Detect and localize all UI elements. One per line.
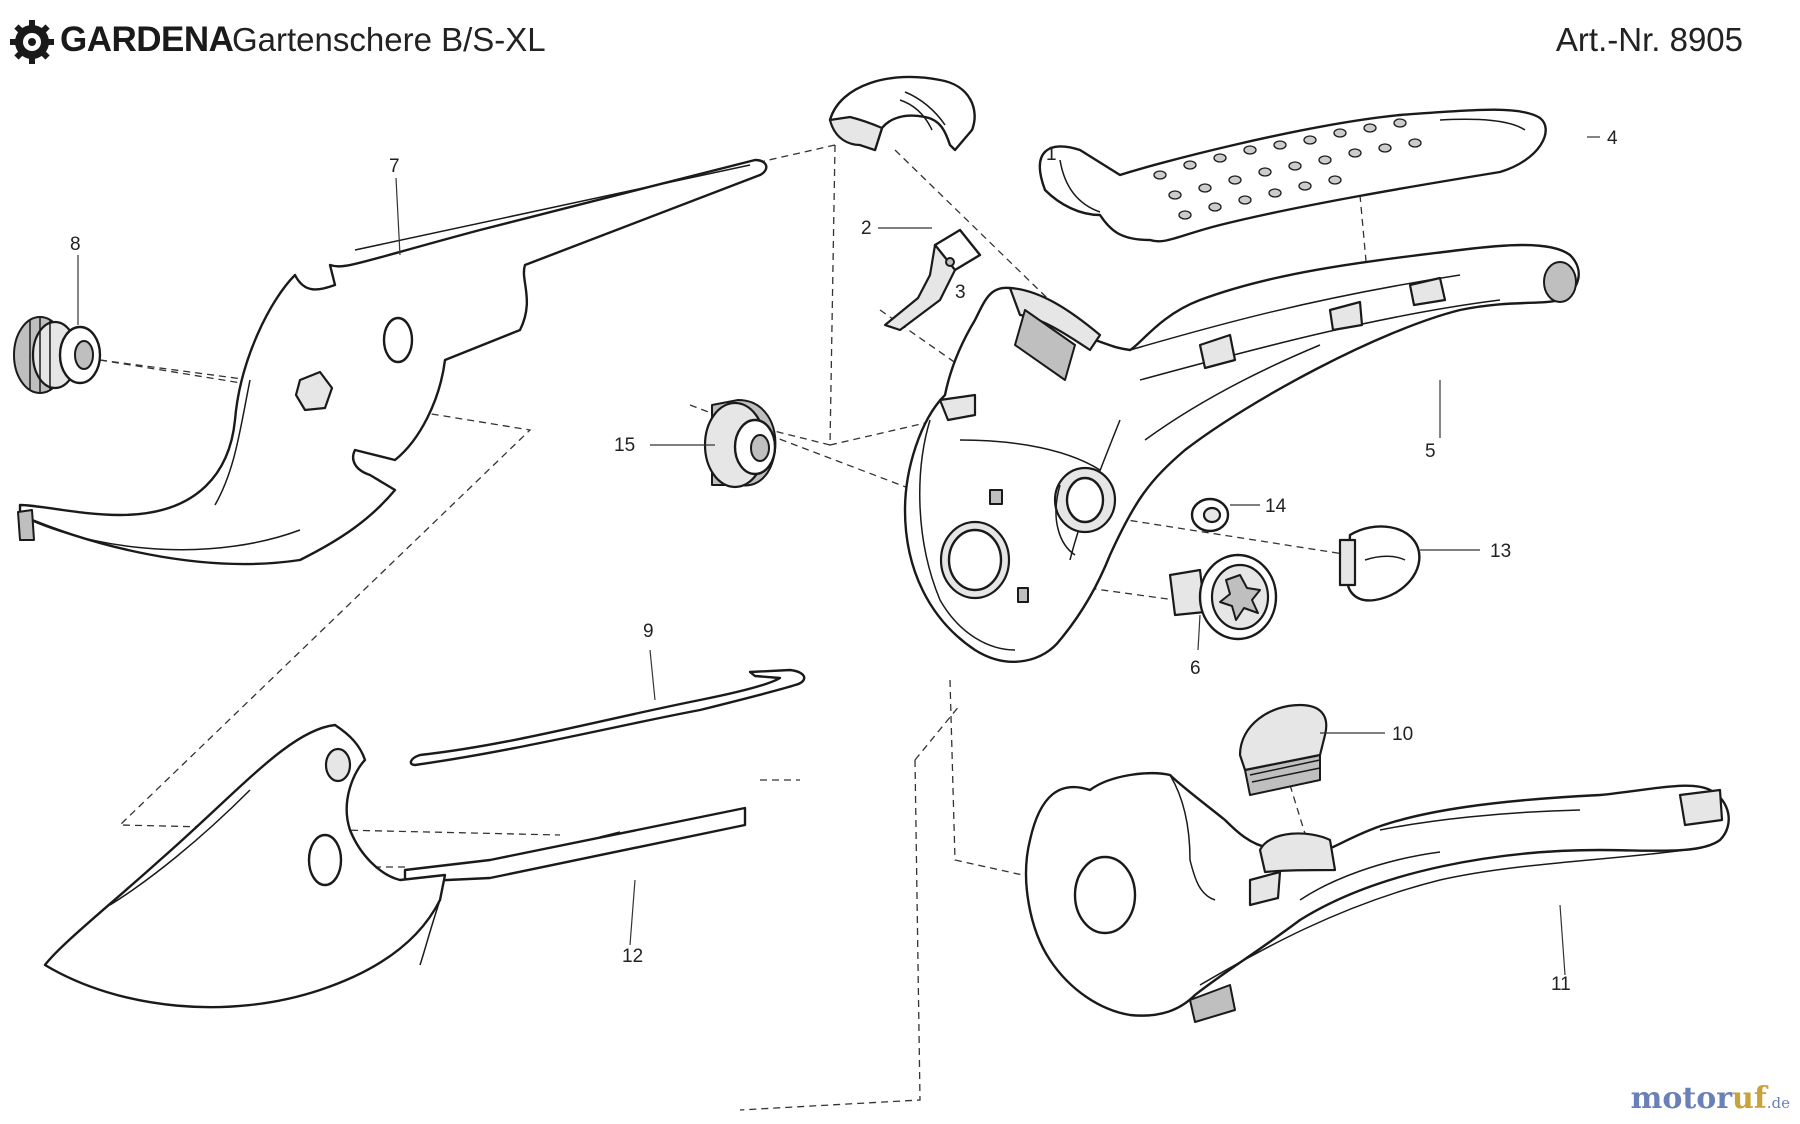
part-bushing	[703, 399, 777, 489]
part-anvil-strip	[403, 806, 747, 884]
part-label-8: 8	[70, 234, 81, 255]
part-label-1: 1	[1046, 144, 1057, 165]
part-label-4: 4	[1607, 128, 1618, 149]
part-nut	[13, 316, 102, 394]
part-spring-strip	[409, 668, 806, 767]
part-upper-handle	[903, 243, 1580, 663]
watermark-part-uf: uf	[1732, 1081, 1767, 1116]
grip-dots	[1153, 118, 1422, 220]
part-label-14: 14	[1265, 496, 1287, 517]
part-label-6: 6	[1190, 658, 1201, 679]
part-label-5: 5	[1425, 441, 1436, 462]
brand-name: GARDENA	[60, 20, 234, 59]
part-pivot-bolt	[1168, 553, 1278, 641]
part-label-15: 15	[614, 435, 635, 456]
part-latch	[883, 228, 982, 332]
exploded-parts-diagram: 1 2 3 4 5 6 7 8 9 10 11 12 13 14 15	[13, 75, 1730, 1111]
part-label-3: 3	[955, 282, 966, 303]
part-handle-grip	[1038, 108, 1547, 243]
part-label-11: 11	[1551, 974, 1571, 995]
part-label-13: 13	[1490, 541, 1511, 562]
part-lower-handle	[1024, 771, 1730, 1023]
part-upper-blade	[17, 158, 768, 566]
leader-lines	[77, 136, 1600, 976]
part-stopper	[1238, 703, 1328, 796]
article-number: Art.-Nr. 8905	[1555, 21, 1743, 58]
page-header: GARDENA Gartenschere B/S-XL Art.-Nr. 890…	[0, 0, 1800, 80]
watermark-part-motor: motor	[1630, 1081, 1733, 1116]
part-label-7: 7	[389, 156, 400, 177]
part-label-12: 12	[622, 946, 643, 967]
part-number-labels: 1 2 3 4 5 6 7 8 9 10 11 12 13 14 15	[70, 128, 1618, 995]
product-title: Gartenschere B/S-XL	[232, 21, 546, 58]
gardena-logo-icon	[10, 20, 54, 64]
part-lower-blade	[43, 723, 447, 1009]
motoruf-watermark: motoruf.de	[1631, 1081, 1790, 1116]
part-label-10: 10	[1392, 724, 1413, 745]
part-washer	[1190, 497, 1230, 533]
part-adjuster-knob	[1338, 525, 1421, 602]
part-label-9: 9	[643, 621, 654, 642]
part-cap	[828, 75, 976, 152]
part-label-2: 2	[861, 218, 872, 239]
watermark-part-tld: .de	[1766, 1094, 1790, 1112]
